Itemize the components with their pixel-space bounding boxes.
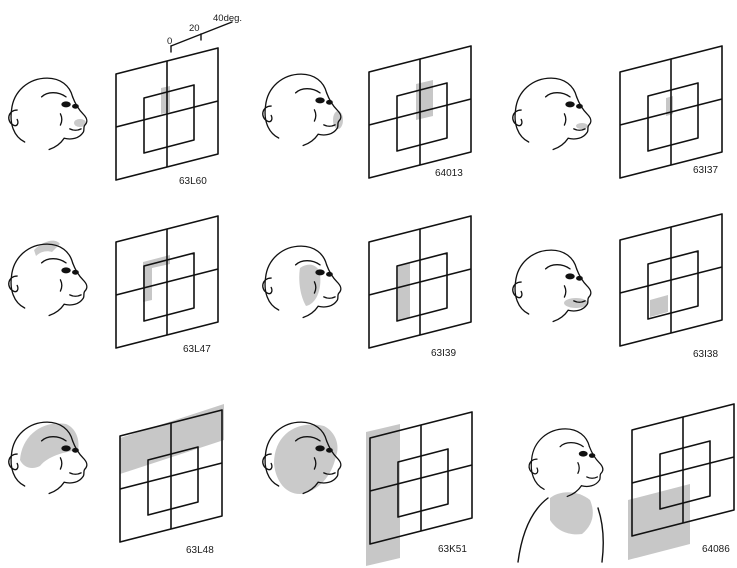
receptive-field-patch [628, 484, 690, 560]
panel-label: 63I39 [431, 348, 456, 359]
panel-63K51: 63K51 [263, 412, 472, 566]
panel-label: 63K51 [438, 544, 467, 555]
panel-label: 63L48 [186, 545, 214, 556]
monkey-head-icon [513, 250, 591, 321]
panel-label: 63L60 [179, 176, 207, 187]
panel-63I37: 63I37 [513, 46, 722, 178]
skin-field-patch [564, 298, 588, 308]
scale-tick-40: 40deg. [213, 13, 242, 24]
panel-63L47: 63L47 [9, 216, 218, 355]
monkey-head-icon [529, 429, 603, 497]
panel-63I38: 63I38 [513, 214, 722, 360]
scale-tick-0: 0 [167, 36, 172, 47]
monkey-head-icon [9, 244, 87, 315]
visual-field-grid [620, 214, 722, 346]
visual-field-grid [369, 216, 471, 348]
visual-field-grid [116, 216, 218, 348]
monkey-shoulder-outline [518, 498, 548, 562]
receptive-field-patch [398, 263, 410, 321]
monkey-head-icon [263, 74, 341, 145]
monkey-chest-outline [598, 508, 603, 562]
panel-label: 63I37 [693, 165, 718, 176]
monkey-head-icon [9, 78, 87, 149]
visual-field-grid [620, 46, 722, 178]
visual-field-grid [369, 46, 471, 178]
skin-field-patch [576, 123, 588, 129]
skin-field-patch [550, 492, 593, 534]
scale-bar: 0 20 40deg. [167, 13, 242, 52]
receptive-field-patch [161, 86, 170, 114]
panel-63L48: 63L48 [9, 404, 224, 556]
skin-field-patch [34, 241, 60, 256]
panel-64086: 64086 [518, 404, 734, 562]
panel-label: 63I38 [693, 349, 718, 360]
panel-63L60: 63L60 [9, 48, 218, 187]
scale-tick-20: 20 [189, 23, 200, 34]
receptive-field-patch [366, 424, 400, 566]
panel-63I39: 63I39 [263, 216, 471, 359]
receptive-field-patch [120, 404, 224, 474]
skin-field-patch [20, 423, 79, 468]
panel-label: 63L47 [183, 344, 211, 355]
panel-label: 64013 [435, 168, 463, 179]
visual-field-grid [116, 48, 218, 180]
monkey-head-icon [513, 78, 591, 149]
panel-64013: 64013 [263, 46, 471, 179]
receptive-field-patch [416, 80, 433, 120]
panel-label: 64086 [702, 544, 730, 555]
skin-field-patch [274, 425, 338, 494]
